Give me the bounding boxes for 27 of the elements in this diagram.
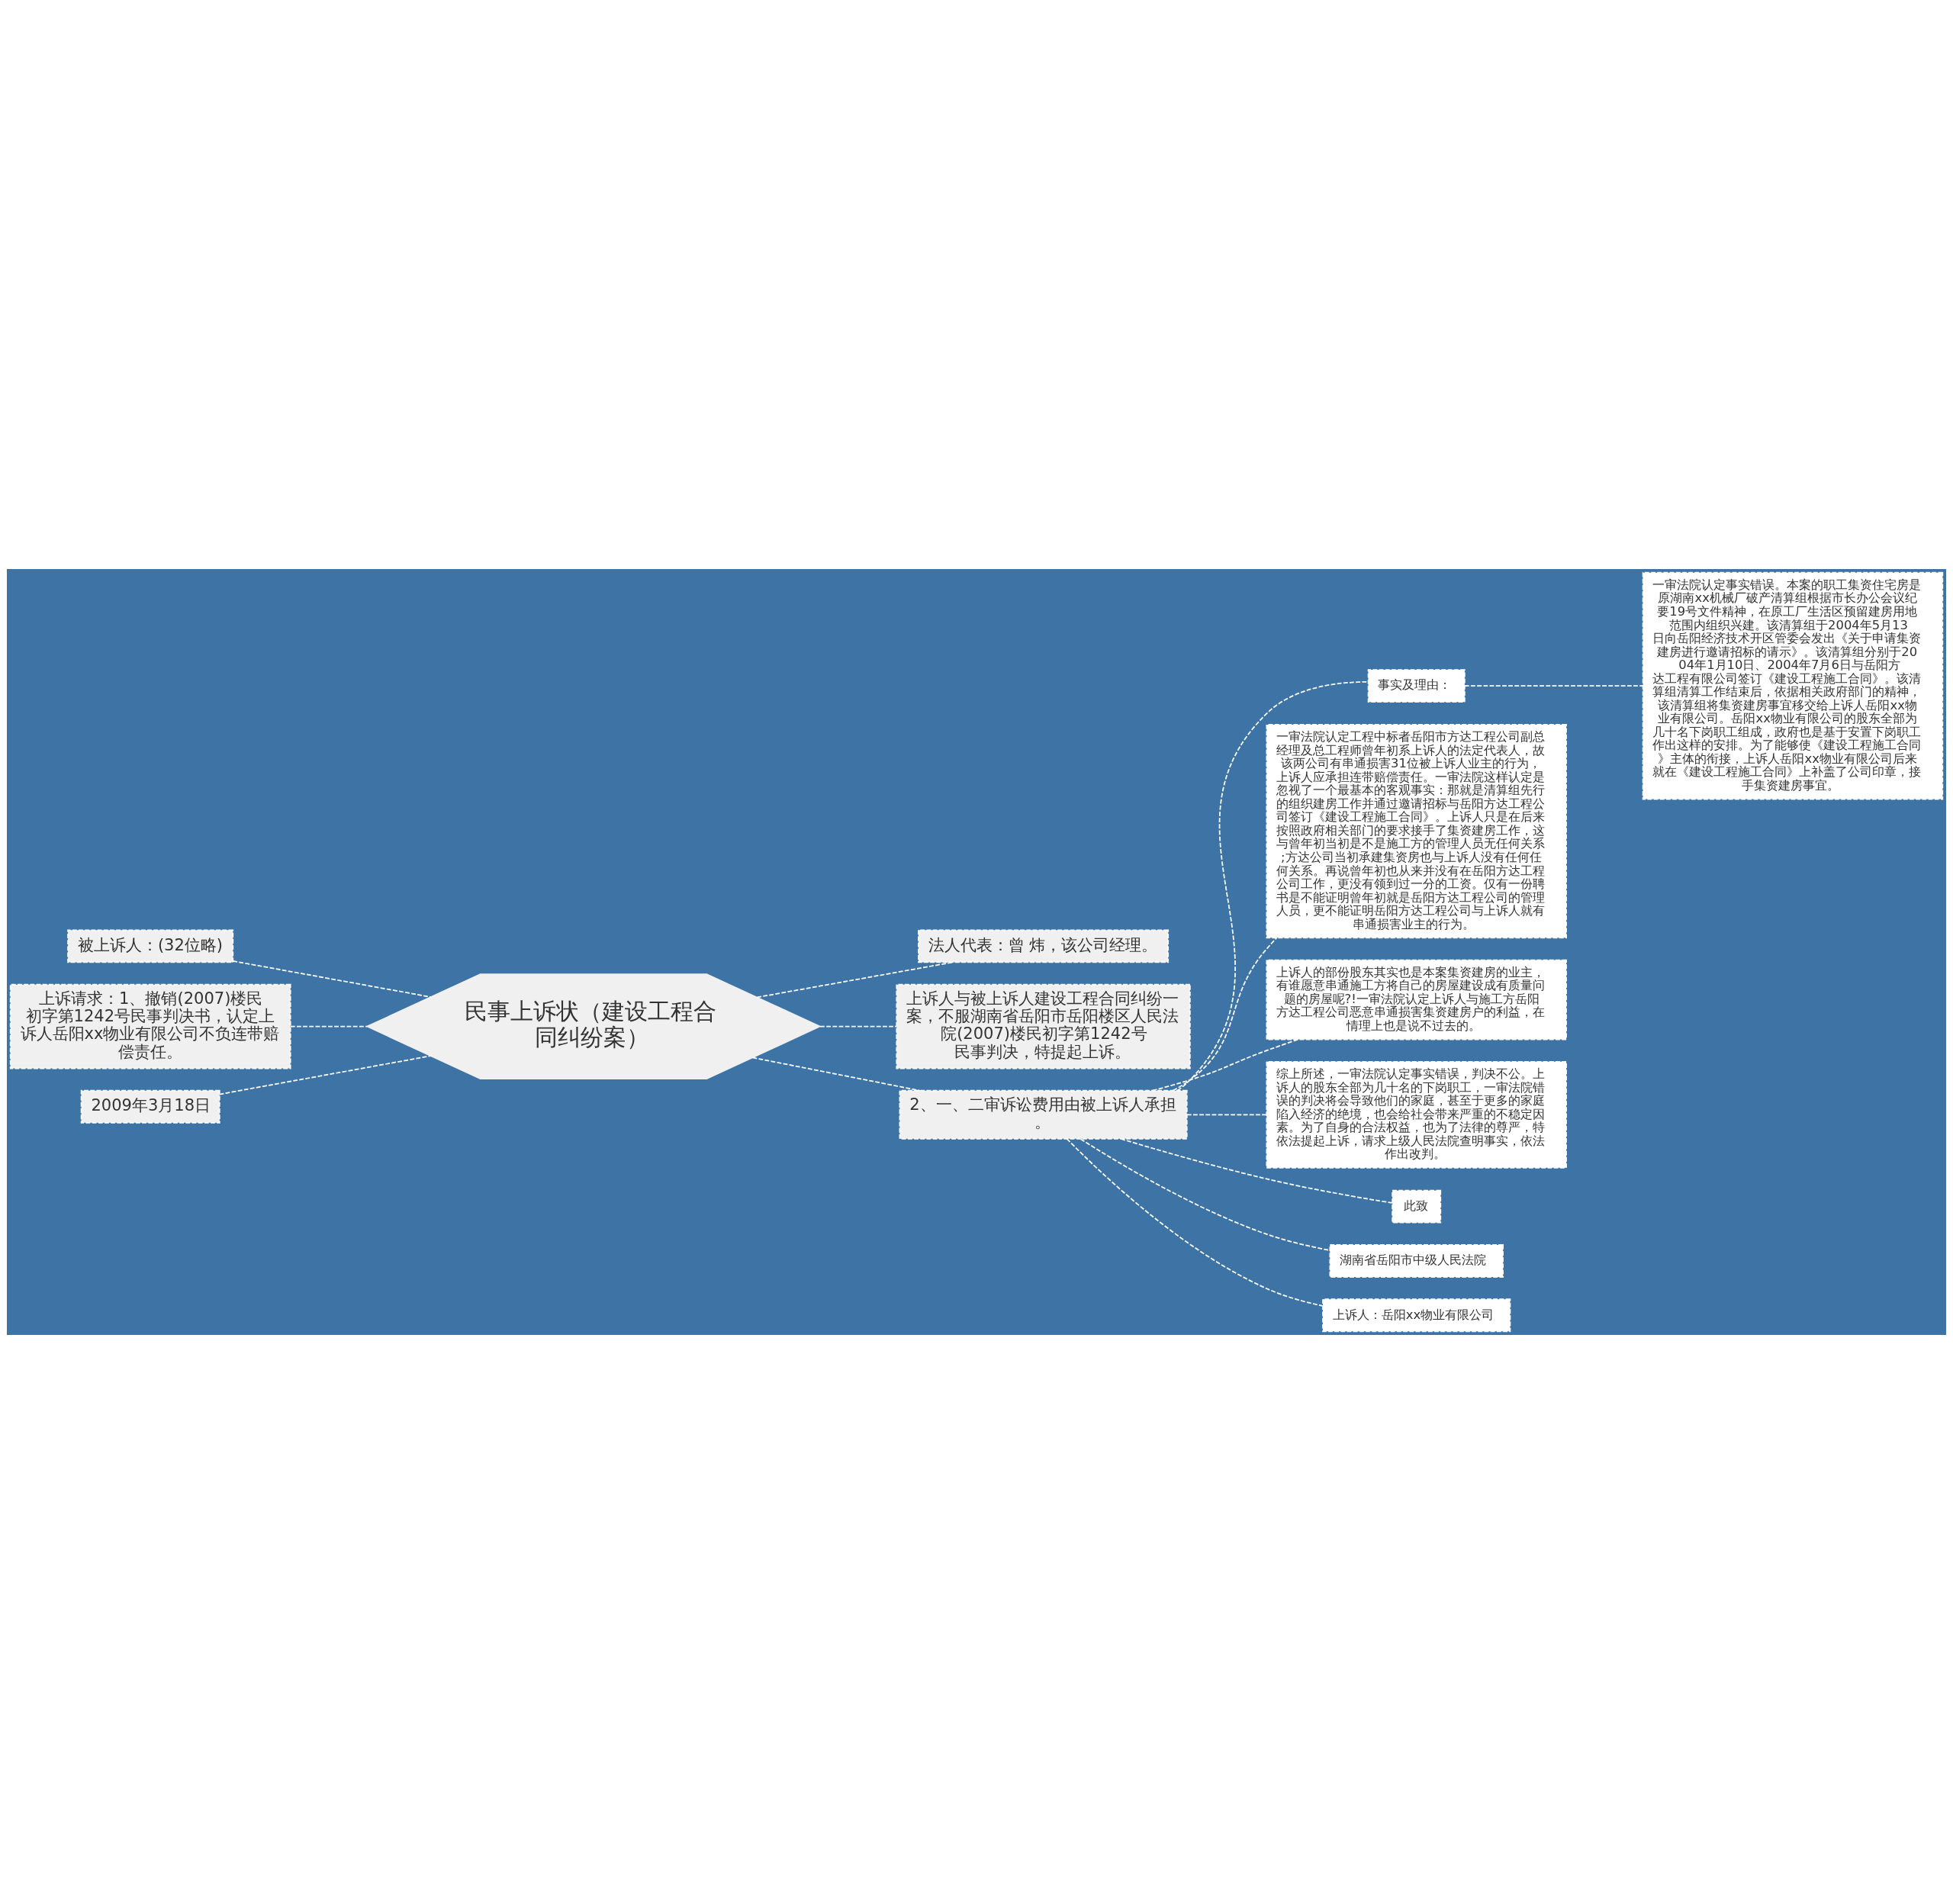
- node-box: 上诉请求：1、撤销(2007)楼民初字第1242号民事判决书，认定上诉人岳阳xx物业有限公司不负连带赔偿责任。: [9, 983, 291, 1069]
- connector: [1464, 685, 1643, 687]
- connector: [1066, 1138, 1324, 1307]
- connector: [819, 1025, 898, 1028]
- node-box: 综上所述，一审法院认定事实错误，判决不公。上诉人的股东全部为几十名的下岗职工，一审法院错误的判决将会导致他们的家庭，甚至于更多的家庭陷入经济的绝境，也会给社会带来严重的不稳定因素。为了自身的合法权益，也为了法律的尊严，特依法提起上诉，请求上级人民法院查明事实，依法作出改判。: [1266, 1060, 1567, 1169]
- node-box: 上诉人：岳阳xx物业有限公司: [1322, 1298, 1511, 1333]
- node-box: 2、一、二审诉讼费用由被上诉人承担。: [899, 1089, 1188, 1140]
- node-box: 一审法院认定事实错误。本案的职工集资住宅房是原湖南xx机械厂破产清算组根据市长办公会议纪要19号文件精神，在原工厂生活区预留建房用地范围内组织兴建。该清算组于2004年5月13日向岳阳经济技术开区管委会发出《关于申请集资建房进行邀请招标的请示》。该清算组分别于2004年1月10日、2004年7月6日与岳阳方达工程有限公司签订《建设工程施工合同》。该清算组清算工作结束后，依据相关政府部门的精神，该清算组将集资建房事宜移交给上诉人岳阳xx物业有限公司。岳阳xx物业有限公司的股东全部为几十名下岗职工组成，政府也是基于安置下岗职工作出这样的安排。为了能够使《建设工程施工合同》主体的衔接，上诉人岳阳xx物业有限公司后来就在《建设工程施工合同》上补盖了公司印章，接手集资建房事宜。: [1642, 571, 1944, 800]
- node-box: 上诉人与被上诉人建设工程合同纠纷一案，不服湖南省岳阳市岳阳楼区人民法院(2007)楼民初字第1242号民事判决，特提起上诉。: [896, 983, 1191, 1069]
- connector: [218, 1055, 432, 1095]
- node-box: 2009年3月18日: [80, 1089, 220, 1124]
- node-box: 上诉人的部份股东其实也是本案集资建房的业主，有谁愿意串通施工方将自己的房屋建设成有质量问题的房屋呢?!一审法院认定上诉人与施工方岳阳方达工程公司恶意串通损害集资建房户的利益，在情理上也是说不过去的。: [1266, 959, 1567, 1040]
- connector: [1079, 1138, 1330, 1251]
- node-box: 湖南省岳阳市中级人民法院: [1329, 1244, 1504, 1278]
- node-box: 被上诉人：(32位略): [67, 929, 234, 963]
- connector: [1151, 1038, 1299, 1092]
- connector: [1120, 1138, 1393, 1204]
- node-box: 此致: [1392, 1189, 1442, 1224]
- connector: [1172, 937, 1278, 1092]
- node-box: 一审法院认定工程中标者岳阳市方达工程公司副总经理及总工程师曾年初系上诉人的法定代表人，故该两公司有串通损害31位被上诉人业主的行为，上诉人应承担连带赔偿责任。一审法院这样认定是忽视了一个最基本的客观事实：那就是清算组先行的组织建房工作并通过邀请招标与岳阳方达工程公司签订《建设工程施工合同》。上诉人只是在后来按照政府相关部门的要求接手了集资建房工作，这与曾年初当初是不是施工方的管理人员无任何关系;方达公司当初承建集资房也与上诉人没有任何任何关系。再说曾年初也从来并没有在岳阳方达工程公司工作，更没有领到过一分的工资。仅有一份聘书是不能证明曾年初就是岳阳方达工程公司的管理人员，更不能证明岳阳方达工程公司与上诉人就有串通损害业主的行为。: [1266, 724, 1567, 939]
- node-box: 事实及理由：: [1367, 669, 1466, 703]
- connector: [751, 1057, 922, 1092]
- connector: [756, 961, 954, 999]
- connector: [1186, 1114, 1268, 1116]
- connector: [290, 1025, 368, 1028]
- node-box: 法人代表：曾 炜，该公司经理。: [918, 929, 1170, 963]
- connector: [232, 960, 432, 998]
